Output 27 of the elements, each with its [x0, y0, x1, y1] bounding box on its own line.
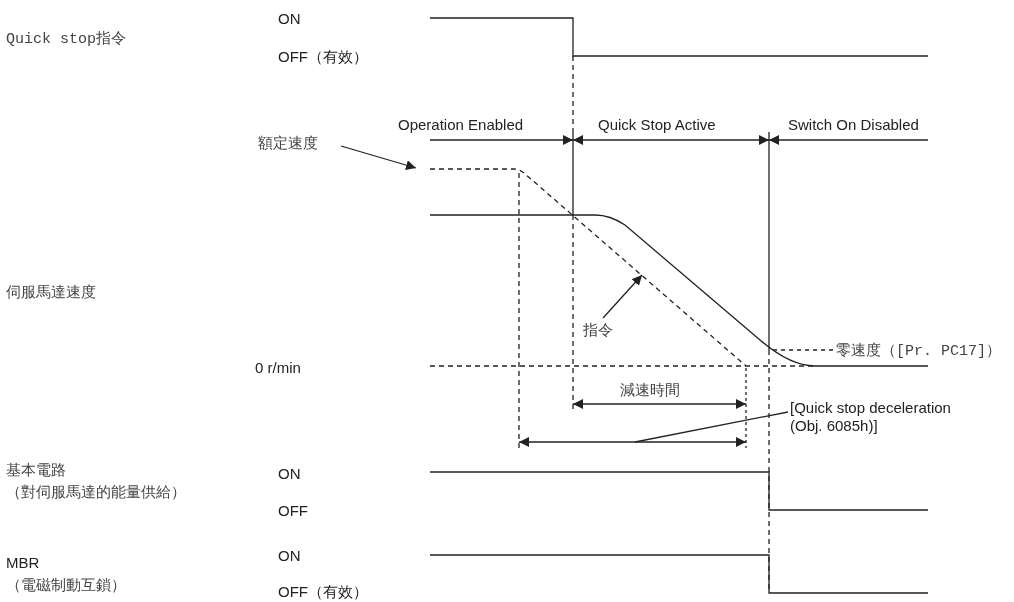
callout-text: [Quick stop deceleration (Obj. 6085h)] [790, 399, 980, 435]
command-curve [429, 168, 747, 367]
level-label: OFF [278, 502, 308, 520]
signal-name: Quick stop指令 [6, 31, 126, 49]
state-label: Switch On Disabled [788, 116, 919, 134]
signal-note: （電磁制動互鎖） [6, 576, 126, 594]
signal-name: MBR [6, 554, 40, 572]
leader-line [340, 145, 417, 170]
level-label: OFF（有效） [278, 583, 368, 601]
speed-curve [429, 214, 929, 367]
leader-line [602, 274, 643, 319]
state-label: Operation Enabled [398, 116, 524, 134]
dimension-line [518, 172, 747, 449]
level-label: ON [278, 10, 301, 28]
callout-text: 指令 [583, 321, 613, 339]
dimension-label: 減速時間 [620, 381, 680, 399]
state-label: Quick Stop Active [598, 116, 716, 134]
signal-name: 基本電路 [6, 461, 66, 479]
callout-text: 額定速度 [258, 134, 318, 152]
callout-text: 零速度（[Pr. PC17]） [836, 343, 1001, 361]
level-label: ON [278, 547, 301, 565]
level-label: ON [278, 465, 301, 483]
level-label: OFF（有效） [278, 48, 368, 66]
signal-note: （對伺服馬達的能量供給） [6, 483, 186, 501]
signal-name: 伺服馬達速度 [6, 283, 96, 301]
axis-label: 0 r/min [255, 359, 301, 377]
leader-line [771, 349, 834, 351]
